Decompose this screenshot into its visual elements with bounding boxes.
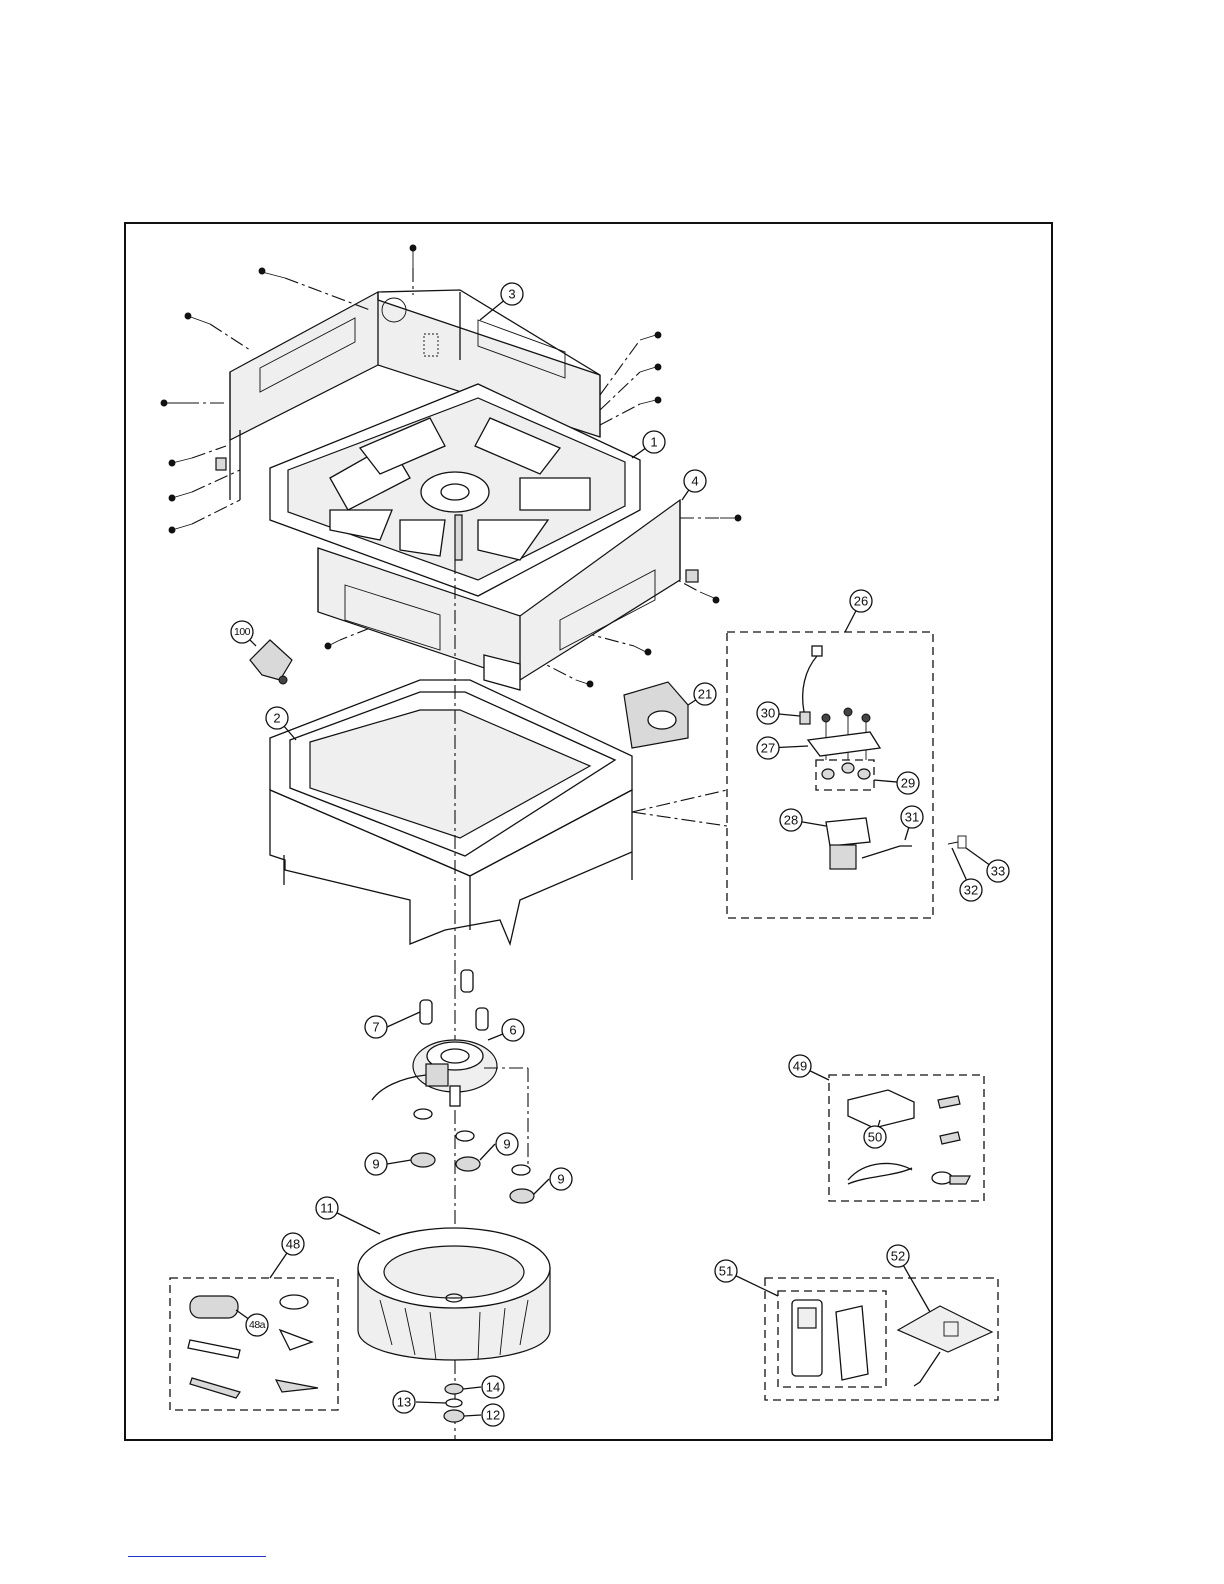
svg-text:21: 21 [698, 687, 712, 702]
drain-pump-kit-26 [727, 632, 966, 918]
accessory-kit-49 [829, 1075, 984, 1201]
callout-26: 26 [850, 590, 872, 612]
svg-text:3: 3 [508, 287, 515, 302]
svg-text:13: 13 [397, 1395, 411, 1410]
svg-text:9: 9 [503, 1137, 510, 1152]
callout-9b: 9 [496, 1133, 518, 1155]
callout-27: 27 [757, 737, 779, 759]
callout-30: 30 [757, 702, 779, 724]
svg-text:9: 9 [557, 1172, 564, 1187]
callout-48: 48 [282, 1233, 304, 1255]
callout-3: 3 [501, 283, 523, 305]
svg-text:49: 49 [793, 1059, 807, 1074]
base-pan-part-2 [270, 680, 632, 944]
callout-51: 51 [715, 1260, 737, 1282]
svg-text:11: 11 [320, 1201, 334, 1216]
svg-text:7: 7 [372, 1020, 379, 1035]
svg-text:1: 1 [650, 435, 657, 450]
svg-text:29: 29 [901, 776, 915, 791]
svg-text:9: 9 [372, 1157, 379, 1172]
callout-49: 49 [789, 1055, 811, 1077]
callout-52: 52 [887, 1245, 909, 1267]
callout-21: 21 [694, 683, 716, 705]
callout-6: 6 [502, 1019, 524, 1041]
callout-2: 2 [266, 707, 288, 729]
callout-1: 1 [643, 431, 665, 453]
callout-50: 50 [864, 1126, 886, 1148]
svg-text:50: 50 [868, 1130, 882, 1145]
svg-text:32: 32 [964, 883, 978, 898]
callout-28: 28 [780, 809, 802, 831]
svg-text:100: 100 [234, 626, 251, 638]
accessory-kit-51-52 [765, 1278, 998, 1400]
callout-9a: 9 [365, 1153, 387, 1175]
callout-29: 29 [897, 772, 919, 794]
svg-text:6: 6 [509, 1023, 516, 1038]
callout-13: 13 [393, 1391, 415, 1413]
kit-26-leaders [632, 790, 727, 826]
callout-48a: 48a [246, 1314, 268, 1336]
svg-text:33: 33 [991, 864, 1005, 879]
svg-text:30: 30 [761, 706, 775, 721]
callout-11: 11 [316, 1197, 338, 1219]
svg-text:4: 4 [691, 474, 698, 489]
svg-text:48a: 48a [249, 1319, 266, 1331]
svg-text:31: 31 [905, 810, 919, 825]
svg-text:52: 52 [891, 1249, 905, 1264]
callout-31: 31 [901, 806, 923, 828]
svg-text:2: 2 [273, 711, 280, 726]
svg-text:12: 12 [486, 1408, 500, 1423]
svg-text:26: 26 [854, 594, 868, 609]
clip-part-100 [250, 640, 292, 684]
callout-9c: 9 [550, 1168, 572, 1190]
callout-100: 100 [231, 621, 253, 643]
callout-32: 32 [960, 879, 982, 901]
svg-text:51: 51 [719, 1264, 733, 1279]
callout-12: 12 [482, 1404, 504, 1426]
callout-4: 4 [684, 470, 706, 492]
svg-text:27: 27 [761, 741, 775, 756]
bracket-part-21 [624, 682, 688, 748]
fan-wheel-part-11 [358, 1228, 550, 1422]
svg-text:14: 14 [486, 1380, 500, 1395]
washers-nuts-part-9 [411, 1109, 534, 1203]
callout-33: 33 [987, 860, 1009, 882]
svg-text:48: 48 [286, 1237, 300, 1252]
accessory-kit-48 [170, 1278, 338, 1410]
svg-text:28: 28 [784, 813, 798, 828]
callout-7: 7 [365, 1016, 387, 1038]
callout-14: 14 [482, 1376, 504, 1398]
